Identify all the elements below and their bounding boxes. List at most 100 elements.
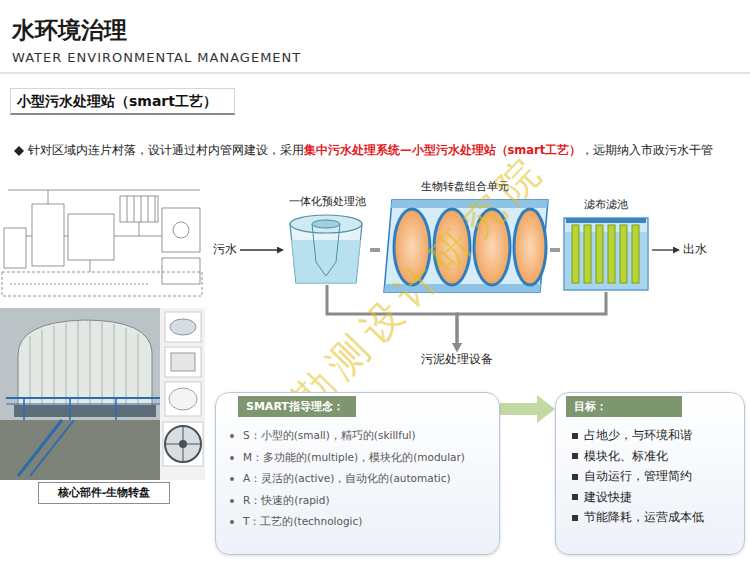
rib: [78, 321, 79, 408]
drawing-tank: [68, 214, 114, 260]
photo-caption-box: 核心部件-生物转盘: [38, 482, 170, 504]
drawing-pipe: [48, 190, 49, 204]
filter-plate: [632, 225, 639, 283]
list-item: A：灵活的(active)，自动化的(automatic): [230, 468, 451, 490]
node-label: 生物转盘组合单元: [421, 179, 509, 194]
bullet-diamond: [14, 146, 24, 156]
thumb: [165, 382, 201, 416]
drawing-pipe: [26, 236, 32, 237]
filter-plate: [584, 225, 591, 283]
filter-plate: [596, 225, 603, 283]
tank-rim: [290, 215, 362, 233]
disc-wheel: [165, 426, 201, 462]
section-heading-box: 小型污水处理站（smart工艺）: [10, 88, 235, 115]
sludge-equipment: 污泥处理设备: [418, 352, 496, 371]
drawing-pipe: [90, 260, 91, 272]
panel-heading: SMART指导理念：: [238, 396, 356, 417]
railing-post: [115, 398, 117, 420]
photo: [0, 308, 205, 480]
pretreatment-tank: 一体化预处理池: [284, 193, 370, 285]
stair: [18, 420, 62, 476]
rib: [54, 326, 55, 408]
flow-arrow: [652, 249, 673, 250]
thumb-part: [170, 319, 196, 335]
photo-ground: [0, 420, 160, 480]
list-item: S：小型的(small)，精巧的(skillful): [230, 425, 416, 447]
rib: [126, 328, 127, 408]
node-label: 核心部件-生物转盘: [58, 485, 151, 500]
drawing-pipe: [64, 236, 68, 237]
list-item: 占地少，与环境和谐: [572, 425, 692, 446]
drawing-filter: [120, 196, 158, 222]
thumb-part: [169, 388, 197, 410]
pretreatment-tank-drawing: [290, 215, 362, 283]
node-label: 滤布滤池: [584, 197, 628, 212]
thumb: [165, 347, 201, 377]
node-label: 一体化预处理池: [289, 194, 366, 209]
drawing-tank: [4, 228, 26, 268]
drawing-room: [162, 258, 200, 284]
photo-sky: [0, 308, 160, 480]
list-item: 模块化、标准化: [572, 446, 668, 467]
disc-hub: [179, 440, 187, 448]
biodisc-unit: 生物转盘组合单元: [380, 178, 550, 296]
inner-wall: [312, 224, 316, 262]
rib: [66, 323, 67, 408]
filter-header: [566, 218, 646, 223]
drawing-pump: [173, 222, 189, 238]
list-item: 节能降耗，运营成本低: [572, 507, 704, 528]
rib: [42, 330, 43, 408]
intro-text: ，远期纳入市政污水干管: [581, 143, 713, 157]
railing: [6, 397, 160, 399]
cover-shell: [18, 320, 152, 410]
thumb-part: [171, 353, 195, 371]
drawing-line: [155, 196, 156, 222]
list-item: R：快速的(rapid): [230, 490, 330, 512]
rib: [138, 334, 139, 408]
goal-panel: 目标：占地少，与环境和谐模块化、标准化自动运行，管理简约建设快捷节能降耗，运营成…: [555, 392, 745, 555]
flow-terminal: 出水: [680, 242, 710, 261]
drawing-pipe: [8, 190, 200, 191]
highlight-text: 集中污水处理系统—小型污水处理站（smart工艺）: [304, 143, 581, 157]
list-item: T：工艺的(technologic): [230, 511, 362, 533]
flow-arrow: [240, 249, 277, 250]
list-item: 自动运行，管理简约: [572, 466, 692, 487]
pipe-connector: [550, 248, 560, 252]
flow-terminal: 污水: [210, 242, 240, 261]
drawing-tank: [32, 204, 64, 266]
disc-drum: [514, 209, 546, 285]
pipe-connector: [457, 292, 606, 343]
subtitle: WATER ENVIRONMENTAL MANAGEMENT: [12, 50, 301, 65]
filter-plate: [572, 225, 579, 283]
drawing-line: [127, 196, 128, 222]
intro-paragraph: 针对区域内连片村落，设计通过村内管网建设，采用集中污水处理系统—小型污水处理站（…: [28, 141, 742, 159]
filter-plate: [620, 225, 627, 283]
header-rule: [0, 73, 750, 74]
node-label: 小型污水处理站（smart工艺）: [17, 93, 217, 111]
railing-post: [69, 398, 71, 420]
drawing-area: [2, 272, 202, 296]
cloth-filter-tank: 滤布滤池: [560, 196, 652, 292]
concept-panel: SMART指导理念： S：小型的(small)，精巧的(skillful)M：多功…: [215, 392, 500, 555]
page-title: 水环境治理: [12, 15, 127, 46]
inner-wall: [336, 224, 340, 262]
drawing-tank: [162, 208, 200, 252]
stair: [30, 420, 74, 476]
tank-water: [291, 240, 361, 283]
plan-drawing: [2, 190, 202, 296]
list-item: M：多功能的(multiple)，模块化的(modular): [230, 447, 465, 469]
rib: [102, 322, 103, 408]
thumb: [165, 312, 201, 342]
node-label: 出水: [683, 242, 707, 257]
list-item: 建设快捷: [572, 487, 632, 508]
drawing-pipe: [114, 236, 162, 237]
hopper: [316, 262, 336, 276]
intro-text: 针对区域内连片村落，设计通过村内管网建设，采用: [28, 143, 304, 157]
node-label: 污泥处理设备: [421, 352, 493, 367]
flow-arrow: [500, 403, 537, 415]
cloth-filter-drawing: [564, 218, 648, 290]
node-label: 污水: [213, 242, 237, 257]
drawing-line: [134, 196, 135, 222]
railing-post: [23, 398, 25, 420]
